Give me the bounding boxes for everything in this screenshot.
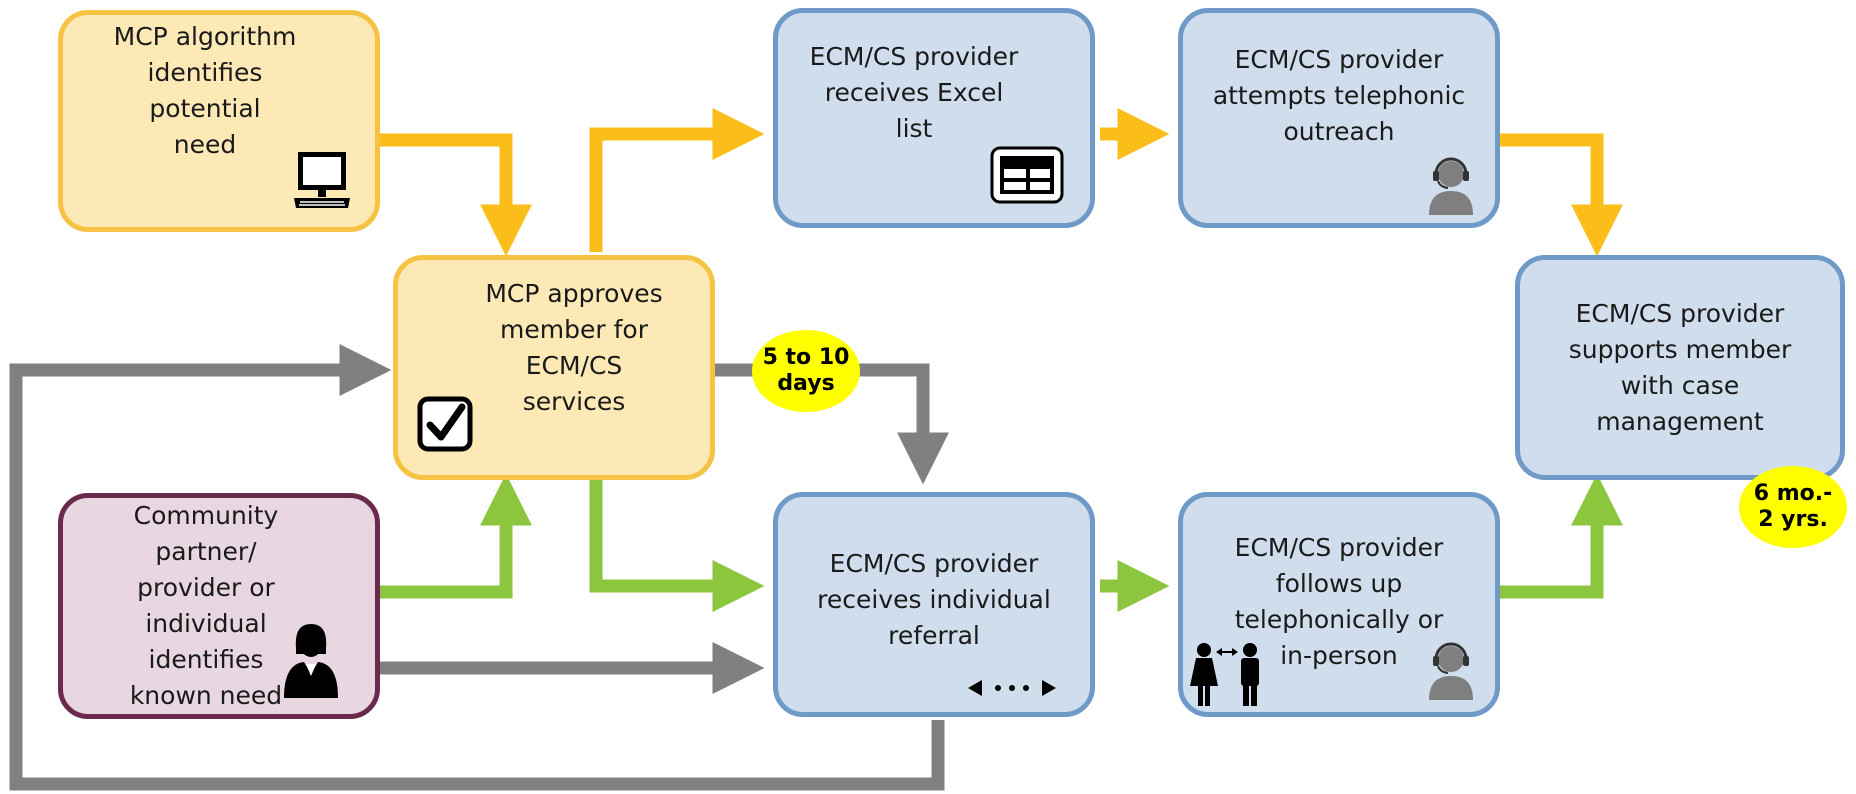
headset-person-icon — [1429, 157, 1473, 215]
box-telephonic-outreach-text: ECM/CS provider attempts telephonic outr… — [1212, 44, 1466, 146]
arrow-referral-loop-to-approval — [9, 344, 945, 791]
arrow-followup-to-case-management — [1499, 473, 1623, 599]
arrow-algorithm-to-approval — [376, 133, 532, 257]
arrow-outreach-to-case-management — [1499, 133, 1623, 257]
badge-approval-time: 5 to 10 days — [752, 330, 860, 412]
box-individual-referral: ECM/CS provider receives individual refe… — [773, 492, 1095, 717]
computer-icon — [294, 152, 350, 208]
box-case-management-text: ECM/CS provider supports member with cas… — [1568, 298, 1792, 436]
headset-person-icon — [1429, 642, 1473, 700]
box-case-management: ECM/CS provider supports member with cas… — [1515, 255, 1845, 480]
box-receives-excel-text: ECM/CS provider receives Excel list — [809, 42, 1019, 143]
checkbox-icon — [417, 396, 473, 452]
box-mcp-algorithm: MCP algorithm identifies potential need — [58, 10, 380, 232]
arrow-approval-to-referral — [589, 478, 765, 612]
badge-case-duration: 6 mo.- 2 yrs. — [1739, 466, 1847, 548]
box-individual-referral-text: ECM/CS provider receives individual refe… — [817, 548, 1051, 650]
two-way-arrow-icon — [968, 680, 1056, 696]
arrow-approval-to-excel-list — [589, 108, 765, 252]
two-people-icon — [1190, 643, 1259, 706]
spreadsheet-icon — [990, 146, 1064, 204]
box-mcp-approves-text: MCP approves member for ECM/CS services — [485, 278, 663, 416]
box-community-partner-text: Community partner/ provider or individua… — [129, 501, 283, 710]
box-follows-up-text: ECM/CS provider follows up telephonicall… — [1234, 533, 1444, 670]
box-mcp-algorithm-text: MCP algorithm identifies potential need — [113, 22, 297, 159]
arrow-community-to-approval — [378, 473, 532, 599]
businesswoman-icon — [284, 624, 338, 698]
